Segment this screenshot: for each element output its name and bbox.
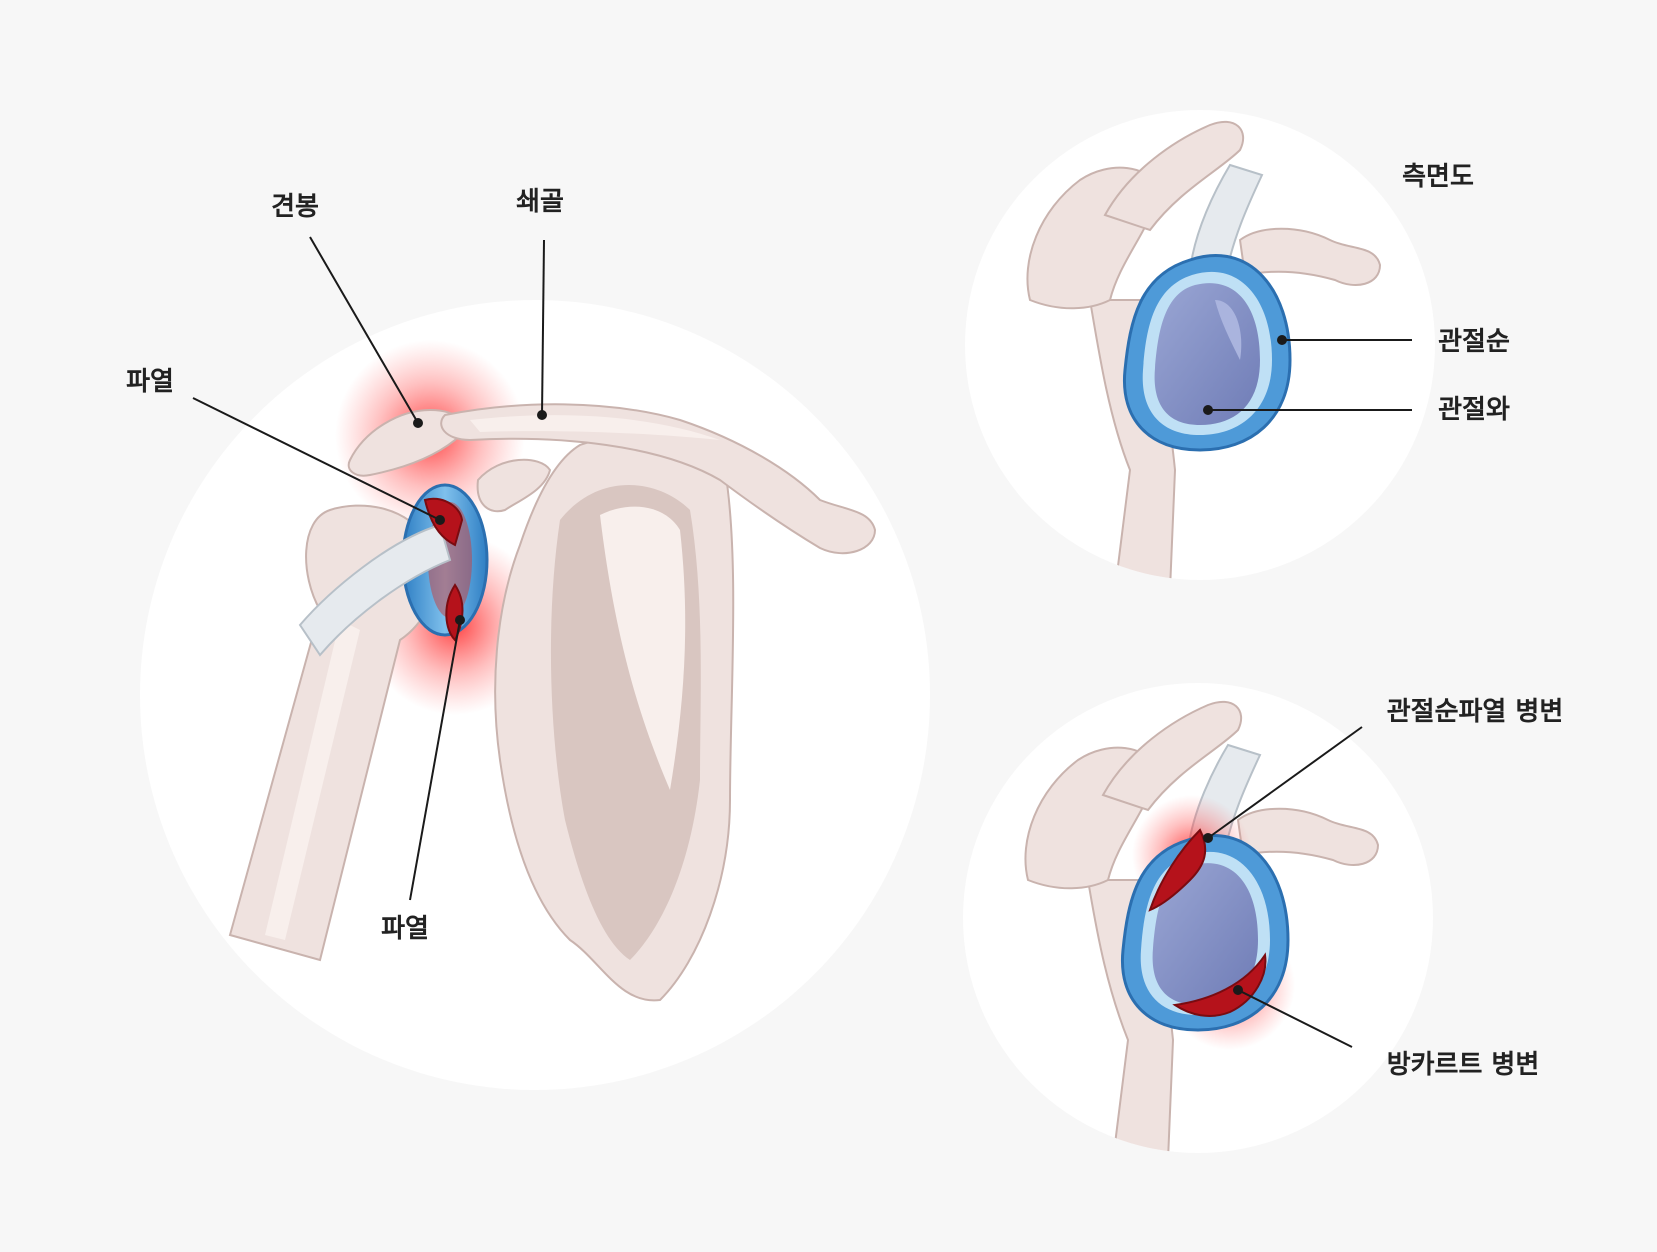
lateral-coracoid xyxy=(1103,120,1245,232)
tear-upper-label: 파열 xyxy=(126,367,174,397)
lateral-view: 측면도 관절순 관절와 xyxy=(965,110,1510,580)
acromion-dot xyxy=(413,418,423,428)
coracoid-bone xyxy=(476,458,552,513)
tear-lower-label: 파열 xyxy=(381,914,429,944)
tear-lower-dot xyxy=(455,615,465,625)
clavicle-dot xyxy=(537,410,547,420)
lateral-glenoid-highlight xyxy=(1215,300,1242,360)
bankart-tear-mark xyxy=(1172,952,1267,1017)
humerus-highlight xyxy=(265,620,360,940)
scapula-highlight xyxy=(600,506,686,790)
labrum-label: 관절순 xyxy=(1438,327,1510,357)
bankart-lesion-label: 방카르트 병변 xyxy=(1387,1050,1540,1080)
tear-upper-dot xyxy=(435,515,445,525)
labrum-dot xyxy=(1277,335,1287,345)
lateral-view-title: 측면도 xyxy=(1402,162,1474,192)
slap-lesion-label: 관절순파열 병변 xyxy=(1387,697,1564,727)
clavicle-leader xyxy=(541,239,545,416)
clavicle-highlight xyxy=(470,415,720,440)
lateral-right-process xyxy=(1238,227,1382,286)
biceps-tendon xyxy=(298,523,452,657)
lesion-right-process xyxy=(1236,807,1380,866)
lesion-glenoid xyxy=(1152,863,1258,1005)
tear-lower-leader xyxy=(409,619,461,901)
slap-tear-mark xyxy=(1148,828,1207,912)
glenoid-dot xyxy=(1203,405,1213,415)
lateral-glenoid xyxy=(1154,283,1260,425)
clavicle-label: 쇄골 xyxy=(516,187,564,217)
bankart-leader xyxy=(1237,989,1353,1048)
tear-upper-leader xyxy=(192,397,441,521)
bankart-dot xyxy=(1233,985,1243,995)
slap-dot xyxy=(1203,833,1213,843)
glenoid-label: 관절와 xyxy=(1438,395,1510,425)
acromion-leader xyxy=(309,236,419,424)
slap-leader xyxy=(1207,726,1363,839)
lesion-coracoid xyxy=(1101,700,1243,812)
lesion-view: 관절순파열 병변 방카르트 병변 xyxy=(963,683,1564,1153)
acromion-label: 견봉 xyxy=(271,192,319,222)
main-view: 견봉 쇄골 파열 파열 xyxy=(126,187,930,1090)
lateral-tendon xyxy=(1188,163,1264,282)
acromion-bone xyxy=(347,408,463,477)
